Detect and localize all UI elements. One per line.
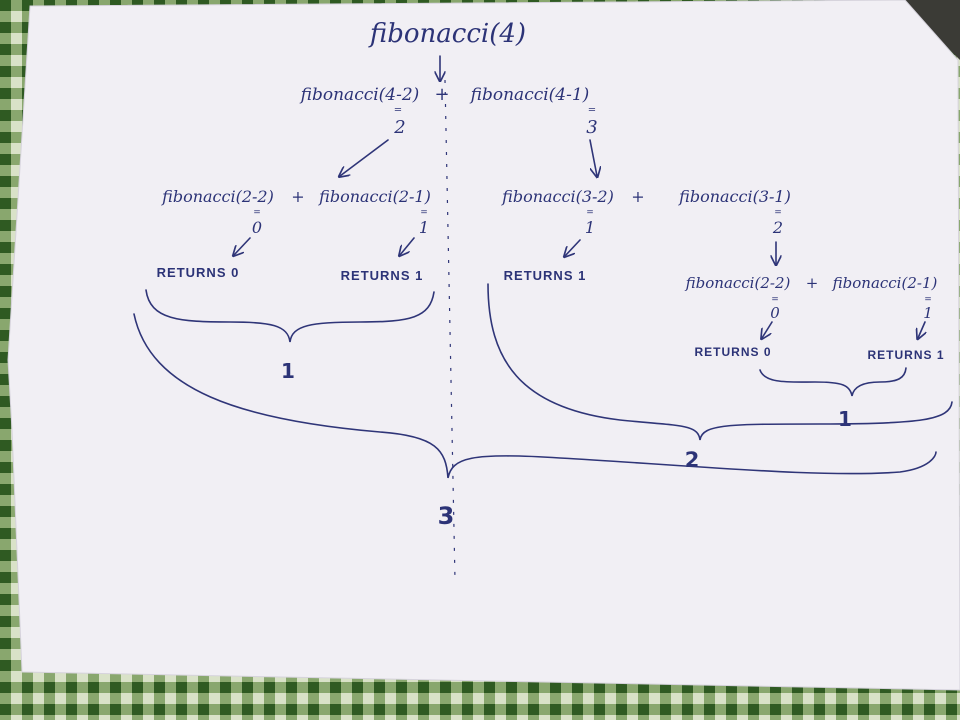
- sum-inner: 1: [838, 407, 852, 431]
- returns-r4: RETURNS 0: [694, 345, 771, 359]
- brace-outer: [133, 313, 937, 479]
- node-l3-right-eq: 1: [923, 304, 933, 322]
- node-l1-right-eq: 3: [586, 117, 597, 138]
- arrow-l2a-left: [234, 237, 251, 255]
- node-l2b-left: fibonacci(3-2): [501, 187, 614, 206]
- sum-left: 1: [281, 359, 295, 383]
- node-l2a-left: fibonacci(2-2): [161, 187, 274, 206]
- paper-sheet: [8, 0, 960, 690]
- node-l2b-plus: +: [631, 187, 644, 206]
- returns-r2: RETURNS 1: [341, 268, 424, 283]
- brace-left: [145, 289, 435, 343]
- sum-right: 2: [685, 448, 700, 472]
- returns-r5: RETURNS 1: [867, 348, 944, 362]
- node-l2a-left-eq: 0: [252, 218, 262, 237]
- arrow-l1-left: [340, 139, 389, 176]
- node-l2b-left-eq: 1: [585, 218, 595, 237]
- returns-r3: RETURNS 1: [504, 268, 587, 283]
- equals-mark: =: [394, 105, 402, 116]
- node-l1-left: fibonacci(4-2): [299, 85, 420, 105]
- arrow-l3-left: [762, 321, 773, 338]
- arrow-l1-right: [589, 139, 597, 176]
- node-root: fibonacci(4): [368, 19, 526, 49]
- equals-mark: =: [771, 295, 779, 305]
- node-l1-right: fibonacci(4-1): [469, 85, 590, 105]
- node-l3-left-eq: 0: [770, 304, 780, 322]
- equals-mark: =: [588, 105, 596, 116]
- arrow-l2b-left: [565, 239, 581, 256]
- node-l2a-right-eq: 1: [419, 218, 429, 237]
- equals-mark: =: [586, 208, 594, 218]
- node-l3-plus: +: [806, 274, 819, 292]
- node-l2a-right: fibonacci(2-1): [318, 187, 431, 206]
- node-l2a-plus: +: [291, 187, 304, 206]
- brace-right: [487, 283, 953, 441]
- node-l2b-right: fibonacci(3-1): [678, 187, 791, 206]
- returns-r1: RETURNS 0: [157, 265, 240, 280]
- arrow-l3-right: [918, 321, 925, 338]
- equals-mark: =: [420, 208, 428, 218]
- sum-total: 3: [438, 502, 455, 530]
- arrow-l2a-right: [400, 237, 415, 255]
- node-l3-right: fibonacci(2-1): [832, 274, 938, 292]
- node-l1-plus: +: [434, 84, 449, 105]
- node-l2b-right-eq: 2: [772, 218, 783, 237]
- brace-inner: [759, 367, 907, 397]
- equals-mark: =: [924, 295, 932, 305]
- equals-mark: =: [253, 208, 261, 218]
- node-l1-left-eq: 2: [393, 117, 405, 138]
- node-l3-left: fibonacci(2-2): [685, 274, 791, 292]
- equals-mark: =: [774, 208, 782, 218]
